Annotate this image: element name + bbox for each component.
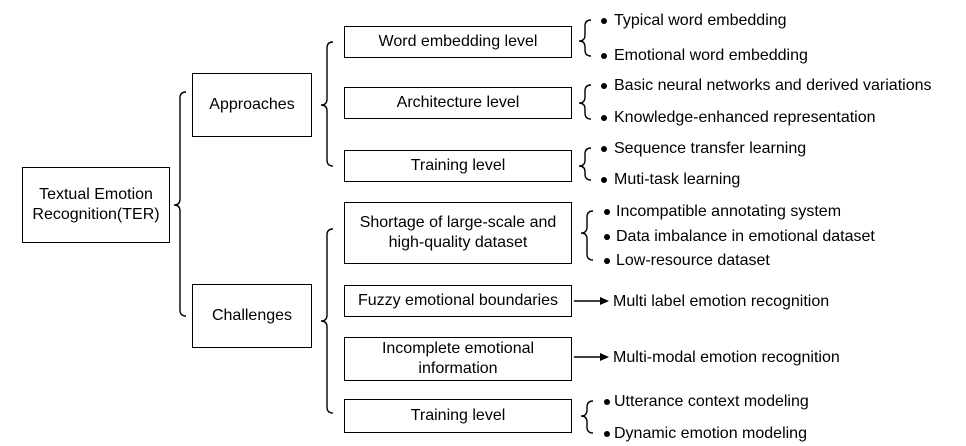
leaf-data-imbalance: Data imbalance in emotional dataset (616, 228, 875, 245)
bullet-dot (601, 83, 607, 89)
fuzzy-boundaries-node: Fuzzy emotional boundaries (344, 285, 572, 317)
bullet-dot (601, 18, 607, 24)
bullet-dot (604, 234, 610, 240)
training-challenge-brace (580, 400, 594, 434)
bullet-dot (604, 258, 610, 264)
bullet-dot (604, 399, 610, 405)
bullet-dot (601, 115, 607, 121)
leaf-dynamic-emotion: Dynamic emotion modeling (614, 425, 807, 442)
approaches-brace (320, 41, 334, 167)
dataset-brace (580, 210, 594, 261)
architecture-level-node: Architecture level (344, 87, 572, 119)
leaf-sequence-transfer: Sequence transfer learning (614, 140, 807, 157)
dataset-shortage-node: Shortage of large-scale and high-quality… (344, 202, 572, 264)
leaf-typical-word-embedding: Typical word embedding (614, 12, 787, 29)
leaf-low-resource: Low-resource dataset (616, 252, 770, 269)
fuzzy-arrow (574, 297, 609, 305)
leaf-muti-task: Muti-task learning (614, 171, 741, 188)
word-embedding-level-node: Word embedding level (344, 26, 572, 58)
bullet-dot (601, 53, 607, 59)
word-embedding-brace (578, 19, 592, 57)
architecture-brace (578, 84, 592, 120)
training-approach-brace (578, 147, 592, 181)
leaf-utterance-context: Utterance context modeling (614, 393, 809, 410)
challenges-brace (320, 228, 334, 414)
leaf-emotional-word-embedding: Emotional word embedding (614, 47, 808, 64)
bullet-dot (601, 146, 607, 152)
challenges-node: Challenges (192, 284, 312, 348)
challenges-training-level-node: Training level (344, 399, 572, 433)
incomplete-information-node: Incomplete emotional information (344, 337, 572, 381)
approaches-training-level-node: Training level (344, 150, 572, 182)
bullet-dot (604, 209, 610, 215)
bullet-dot (601, 177, 607, 183)
approaches-node: Approaches (192, 73, 312, 137)
leaf-basic-neural-networks: Basic neural networks and derived variat… (614, 77, 932, 94)
bullet-dot (604, 431, 610, 437)
leaf-multi-modal-recognition: Multi-modal emotion recognition (613, 349, 840, 366)
leaf-knowledge-enhanced: Knowledge-enhanced representation (614, 109, 876, 126)
root-brace (173, 91, 187, 317)
root-node: Textual Emotion Recognition(TER) (22, 167, 170, 243)
leaf-incompatible-annotating: Incompatible annotating system (616, 203, 842, 220)
leaf-multi-label-recognition: Multi label emotion recognition (613, 293, 830, 310)
incomplete-arrow (574, 353, 609, 361)
